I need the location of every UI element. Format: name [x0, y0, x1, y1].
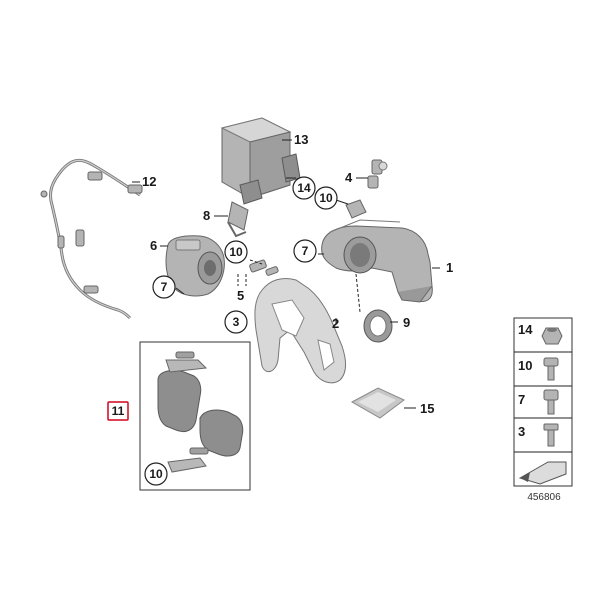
callout-10-circle-bottom: 10 — [144, 462, 168, 486]
diagram-reference-number: 456806 — [527, 492, 561, 503]
callout-7-circle-left: 7 — [152, 275, 176, 299]
callout-15: 15 — [420, 401, 434, 416]
callout-14-circle: 14 — [292, 176, 316, 200]
svg-text:14: 14 — [297, 181, 311, 195]
nut-icon — [541, 327, 563, 345]
svg-text:7: 7 — [302, 244, 309, 258]
callout-8: 8 — [203, 208, 210, 223]
part-4-bleeder-screw[interactable] — [367, 159, 388, 189]
part-8-bracket[interactable] — [227, 201, 249, 238]
callout-2: 2 — [332, 316, 339, 331]
callout-1: 1 — [446, 260, 453, 275]
svg-text:11: 11 — [112, 404, 125, 418]
callout-9: 9 — [403, 315, 410, 330]
callout-5: 5 — [237, 288, 244, 303]
part-15-grease-packet[interactable] — [350, 387, 405, 419]
callout-4: 4 — [345, 170, 353, 185]
leader-lines — [132, 139, 440, 409]
legend-item-7: 7 — [518, 392, 525, 407]
part-9-seal-ring[interactable] — [363, 309, 393, 343]
callout-12: 12 — [142, 174, 156, 189]
part-1-brake-caliper[interactable] — [321, 199, 433, 303]
part-5-guide-bolts[interactable] — [249, 259, 279, 276]
legend-item-10: 10 — [518, 358, 532, 373]
svg-text:3: 3 — [233, 315, 240, 329]
part-6-parking-brake-motor[interactable] — [165, 235, 225, 297]
bolt-flange-icon — [543, 357, 559, 381]
part-13-control-module[interactable] — [220, 117, 301, 205]
callout-3-circle: 3 — [224, 310, 248, 334]
hex-bolt-icon — [543, 423, 559, 447]
callout-11-highlighted[interactable]: 11 — [107, 401, 129, 421]
arrow-icon — [518, 461, 567, 485]
pad-kit-box — [139, 341, 251, 491]
part-11-brake-pads[interactable] — [157, 351, 244, 473]
socket-bolt-icon — [543, 389, 559, 415]
svg-text:10: 10 — [149, 467, 163, 481]
svg-text:7: 7 — [161, 280, 168, 294]
svg-text:10: 10 — [319, 191, 333, 205]
legend-item-3: 3 — [518, 424, 525, 439]
part-12-wear-sensor-wire[interactable] — [40, 158, 143, 320]
callout-10-circle-top: 10 — [314, 186, 338, 210]
callout-10-circle-mid: 10 — [224, 240, 248, 264]
legend-item-14: 14 — [518, 322, 533, 337]
svg-text:10: 10 — [229, 245, 243, 259]
callout-13: 13 — [294, 132, 308, 147]
fastener-legend: 14 10 7 3 — [513, 317, 573, 487]
callout-6: 6 — [150, 238, 157, 253]
callout-7-circle-right: 7 — [293, 239, 317, 263]
part-2-caliper-carrier[interactable] — [254, 277, 346, 384]
